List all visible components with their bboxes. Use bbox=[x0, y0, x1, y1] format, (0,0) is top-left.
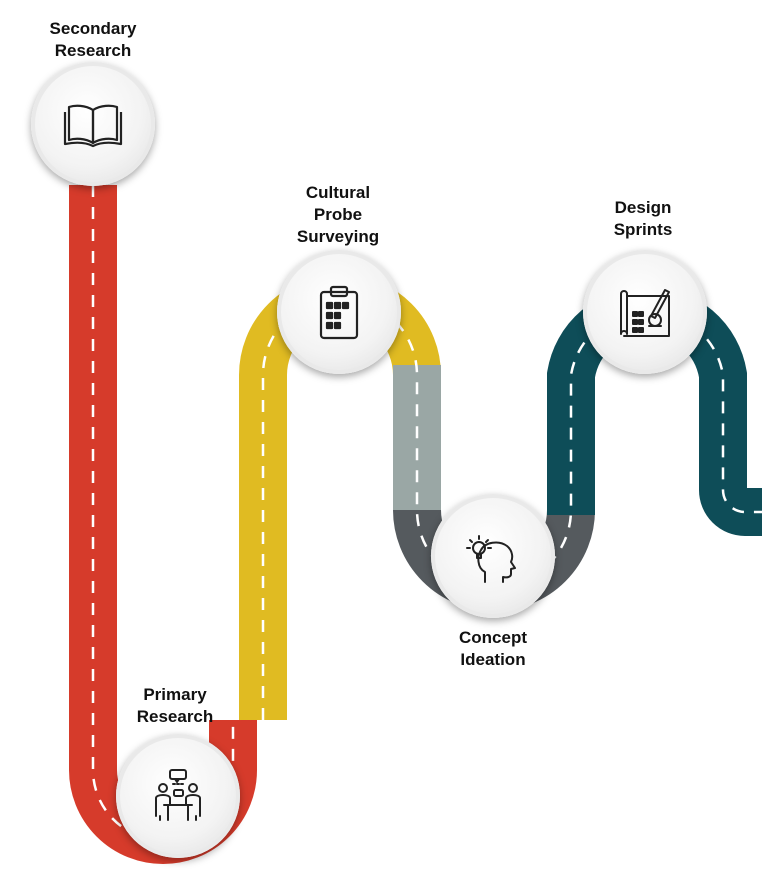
node-concept-ideation bbox=[431, 494, 555, 618]
blueprint-pencil-icon bbox=[620, 289, 670, 337]
label-line: Ideation bbox=[460, 650, 526, 669]
label-line: Surveying bbox=[296, 227, 380, 246]
label-concept-ideation: Concept Ideation bbox=[428, 627, 558, 671]
label-line: Sprints bbox=[613, 220, 673, 239]
label-design-sprints: Design Sprints bbox=[578, 197, 708, 241]
node-secondary-research bbox=[31, 62, 155, 186]
open-book-icon bbox=[63, 104, 123, 148]
label-line: Cultural bbox=[305, 183, 371, 202]
label-line: Primary bbox=[143, 685, 207, 704]
team-meeting-icon bbox=[155, 769, 201, 821]
node-design-sprints bbox=[583, 250, 707, 374]
clipboard-checklist-icon bbox=[319, 285, 359, 340]
label-line: Probe bbox=[313, 205, 363, 224]
label-cultural-probe-surveying: Cultural Probe Surveying bbox=[273, 182, 403, 248]
lightbulb-head-icon bbox=[466, 535, 516, 583]
label-line: Research bbox=[136, 707, 214, 726]
label-line: Design bbox=[614, 198, 672, 217]
node-cultural-probe-surveying bbox=[277, 250, 401, 374]
label-line: Concept bbox=[459, 628, 527, 647]
label-primary-research: Primary Research bbox=[110, 684, 240, 728]
node-primary-research bbox=[116, 734, 240, 858]
label-secondary-research: Secondary Research bbox=[28, 18, 158, 62]
label-line: Secondary bbox=[49, 19, 137, 38]
label-line: Research bbox=[54, 41, 132, 60]
